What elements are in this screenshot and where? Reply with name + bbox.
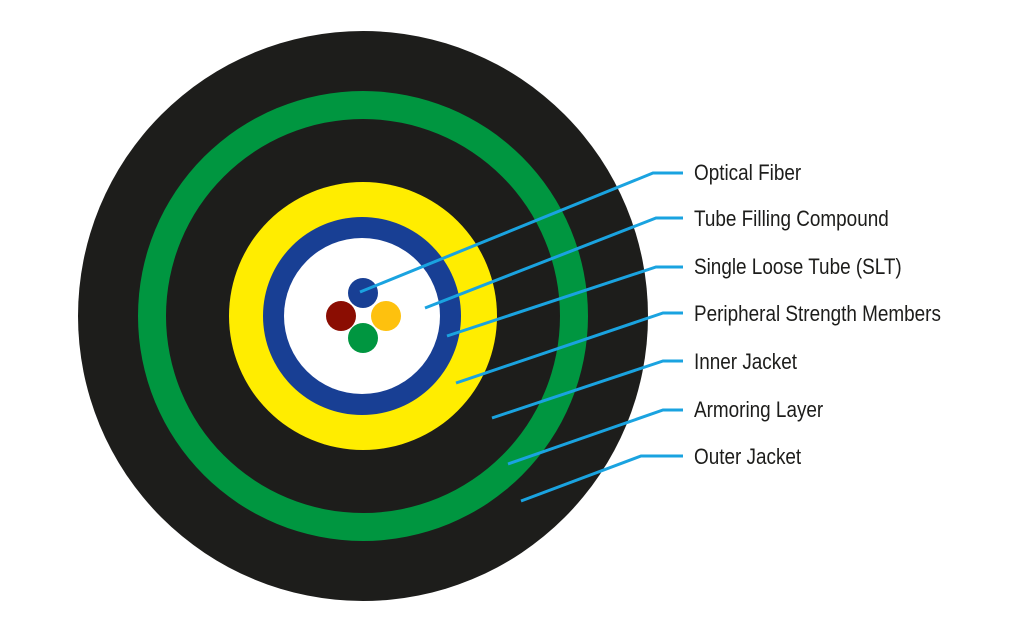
- leader-line-outer-jacket: [520, 454, 683, 503]
- leader-line-single-loose-tube: [446, 265, 683, 338]
- label-armoring-layer: Armoring Layer: [694, 398, 823, 423]
- leader-line-inner-jacket: [491, 359, 683, 420]
- label-tube-filling-compound: Tube Filling Compound: [694, 207, 889, 232]
- leader-line-peripheral-strength-members: [455, 311, 683, 385]
- label-single-loose-tube: Single Loose Tube (SLT): [694, 255, 902, 280]
- leader-line-optical-fiber: [359, 171, 683, 294]
- label-peripheral-strength-members: Peripheral Strength Members: [694, 302, 941, 327]
- label-outer-jacket: Outer Jacket: [694, 445, 801, 470]
- label-optical-fiber: Optical Fiber: [694, 161, 801, 186]
- label-inner-jacket: Inner Jacket: [694, 350, 797, 375]
- optical-fiber-red: [326, 301, 356, 331]
- leader-line-armoring-layer: [507, 408, 683, 466]
- leader-line-tube-filling-compound: [424, 216, 683, 310]
- optical-fiber-yellow: [371, 301, 401, 331]
- optical-fiber-green: [348, 323, 378, 353]
- tube-filling-compound: [284, 238, 440, 394]
- optical-fiber-blue: [348, 278, 378, 308]
